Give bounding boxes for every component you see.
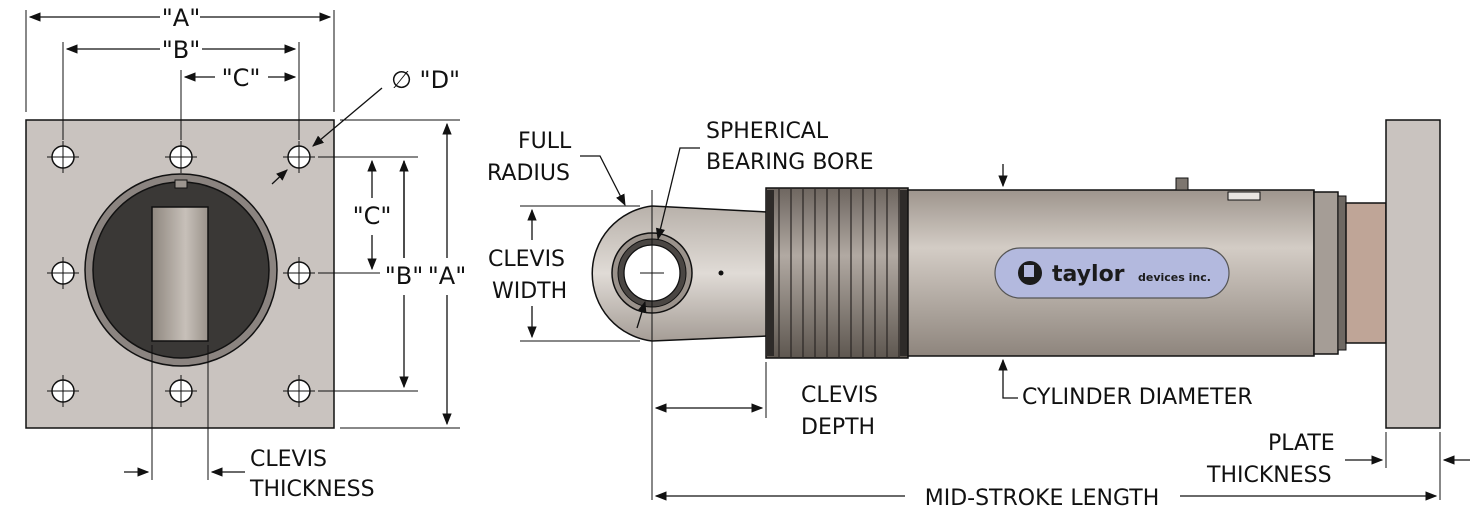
dim-a-top: "A" [162, 4, 201, 32]
top-lug [174, 179, 188, 189]
collar-ring [1337, 195, 1347, 351]
dim-b-side: "B" [385, 262, 424, 290]
clevis-slot [151, 206, 209, 342]
clevis-depth-label-2: DEPTH [801, 415, 875, 440]
dim-d-diameter: ∅ "D" [391, 66, 460, 94]
side-view: taylor devices inc. FULL RADIUS SPHERICA… [487, 119, 1470, 511]
bellows-clamp-right [900, 190, 908, 356]
logo-suffix: devices inc. [1138, 271, 1211, 284]
dim-c-side: "C" [353, 202, 392, 230]
full-radius-label-2: RADIUS [487, 161, 570, 186]
end-plate [1385, 119, 1441, 429]
spherical-bearing-label-1: SPHERICAL [706, 119, 829, 144]
bellows-ribs [778, 188, 900, 358]
cylinder-diameter-label: CYLINDER DIAMETER [1022, 385, 1253, 410]
spherical-bearing-label-2: BEARING BORE [706, 150, 874, 175]
dim-b-top: "B" [162, 36, 201, 64]
plate-thickness-label-1: PLATE [1268, 431, 1335, 456]
mid-stroke-length-label: MID-STROKE LENGTH [925, 486, 1160, 511]
logo-mark-inner [1024, 265, 1034, 277]
fill-valve [1175, 177, 1189, 191]
clevis-depth-label-1: CLEVIS [801, 383, 878, 408]
clevis-thickness-label-2: THICKNESS [249, 477, 375, 502]
dim-a-side: "A" [428, 262, 467, 290]
logo-brand: taylor [1052, 262, 1125, 287]
dim-c-top: "C" [222, 64, 261, 92]
full-radius-label-1: FULL [518, 129, 572, 154]
end-view: "A" "B" "C" ∅ "D" "C" "B" "A" CLEVIS THI… [25, 4, 467, 502]
nameplate-tab [1227, 191, 1261, 201]
clevis-width-label-1: CLEVIS [488, 247, 565, 272]
bellows-clamp-left [766, 190, 774, 356]
bellows-boot [765, 187, 909, 359]
logo-badge [994, 247, 1230, 299]
piston-rod [1345, 202, 1387, 344]
clevis-thickness-label-1: CLEVIS [250, 447, 327, 472]
plate-thickness-label-2: THICKNESS [1206, 463, 1332, 488]
end-collar [1313, 191, 1339, 355]
clevis-width-label-2: WIDTH [492, 279, 567, 304]
center-point [718, 270, 724, 276]
